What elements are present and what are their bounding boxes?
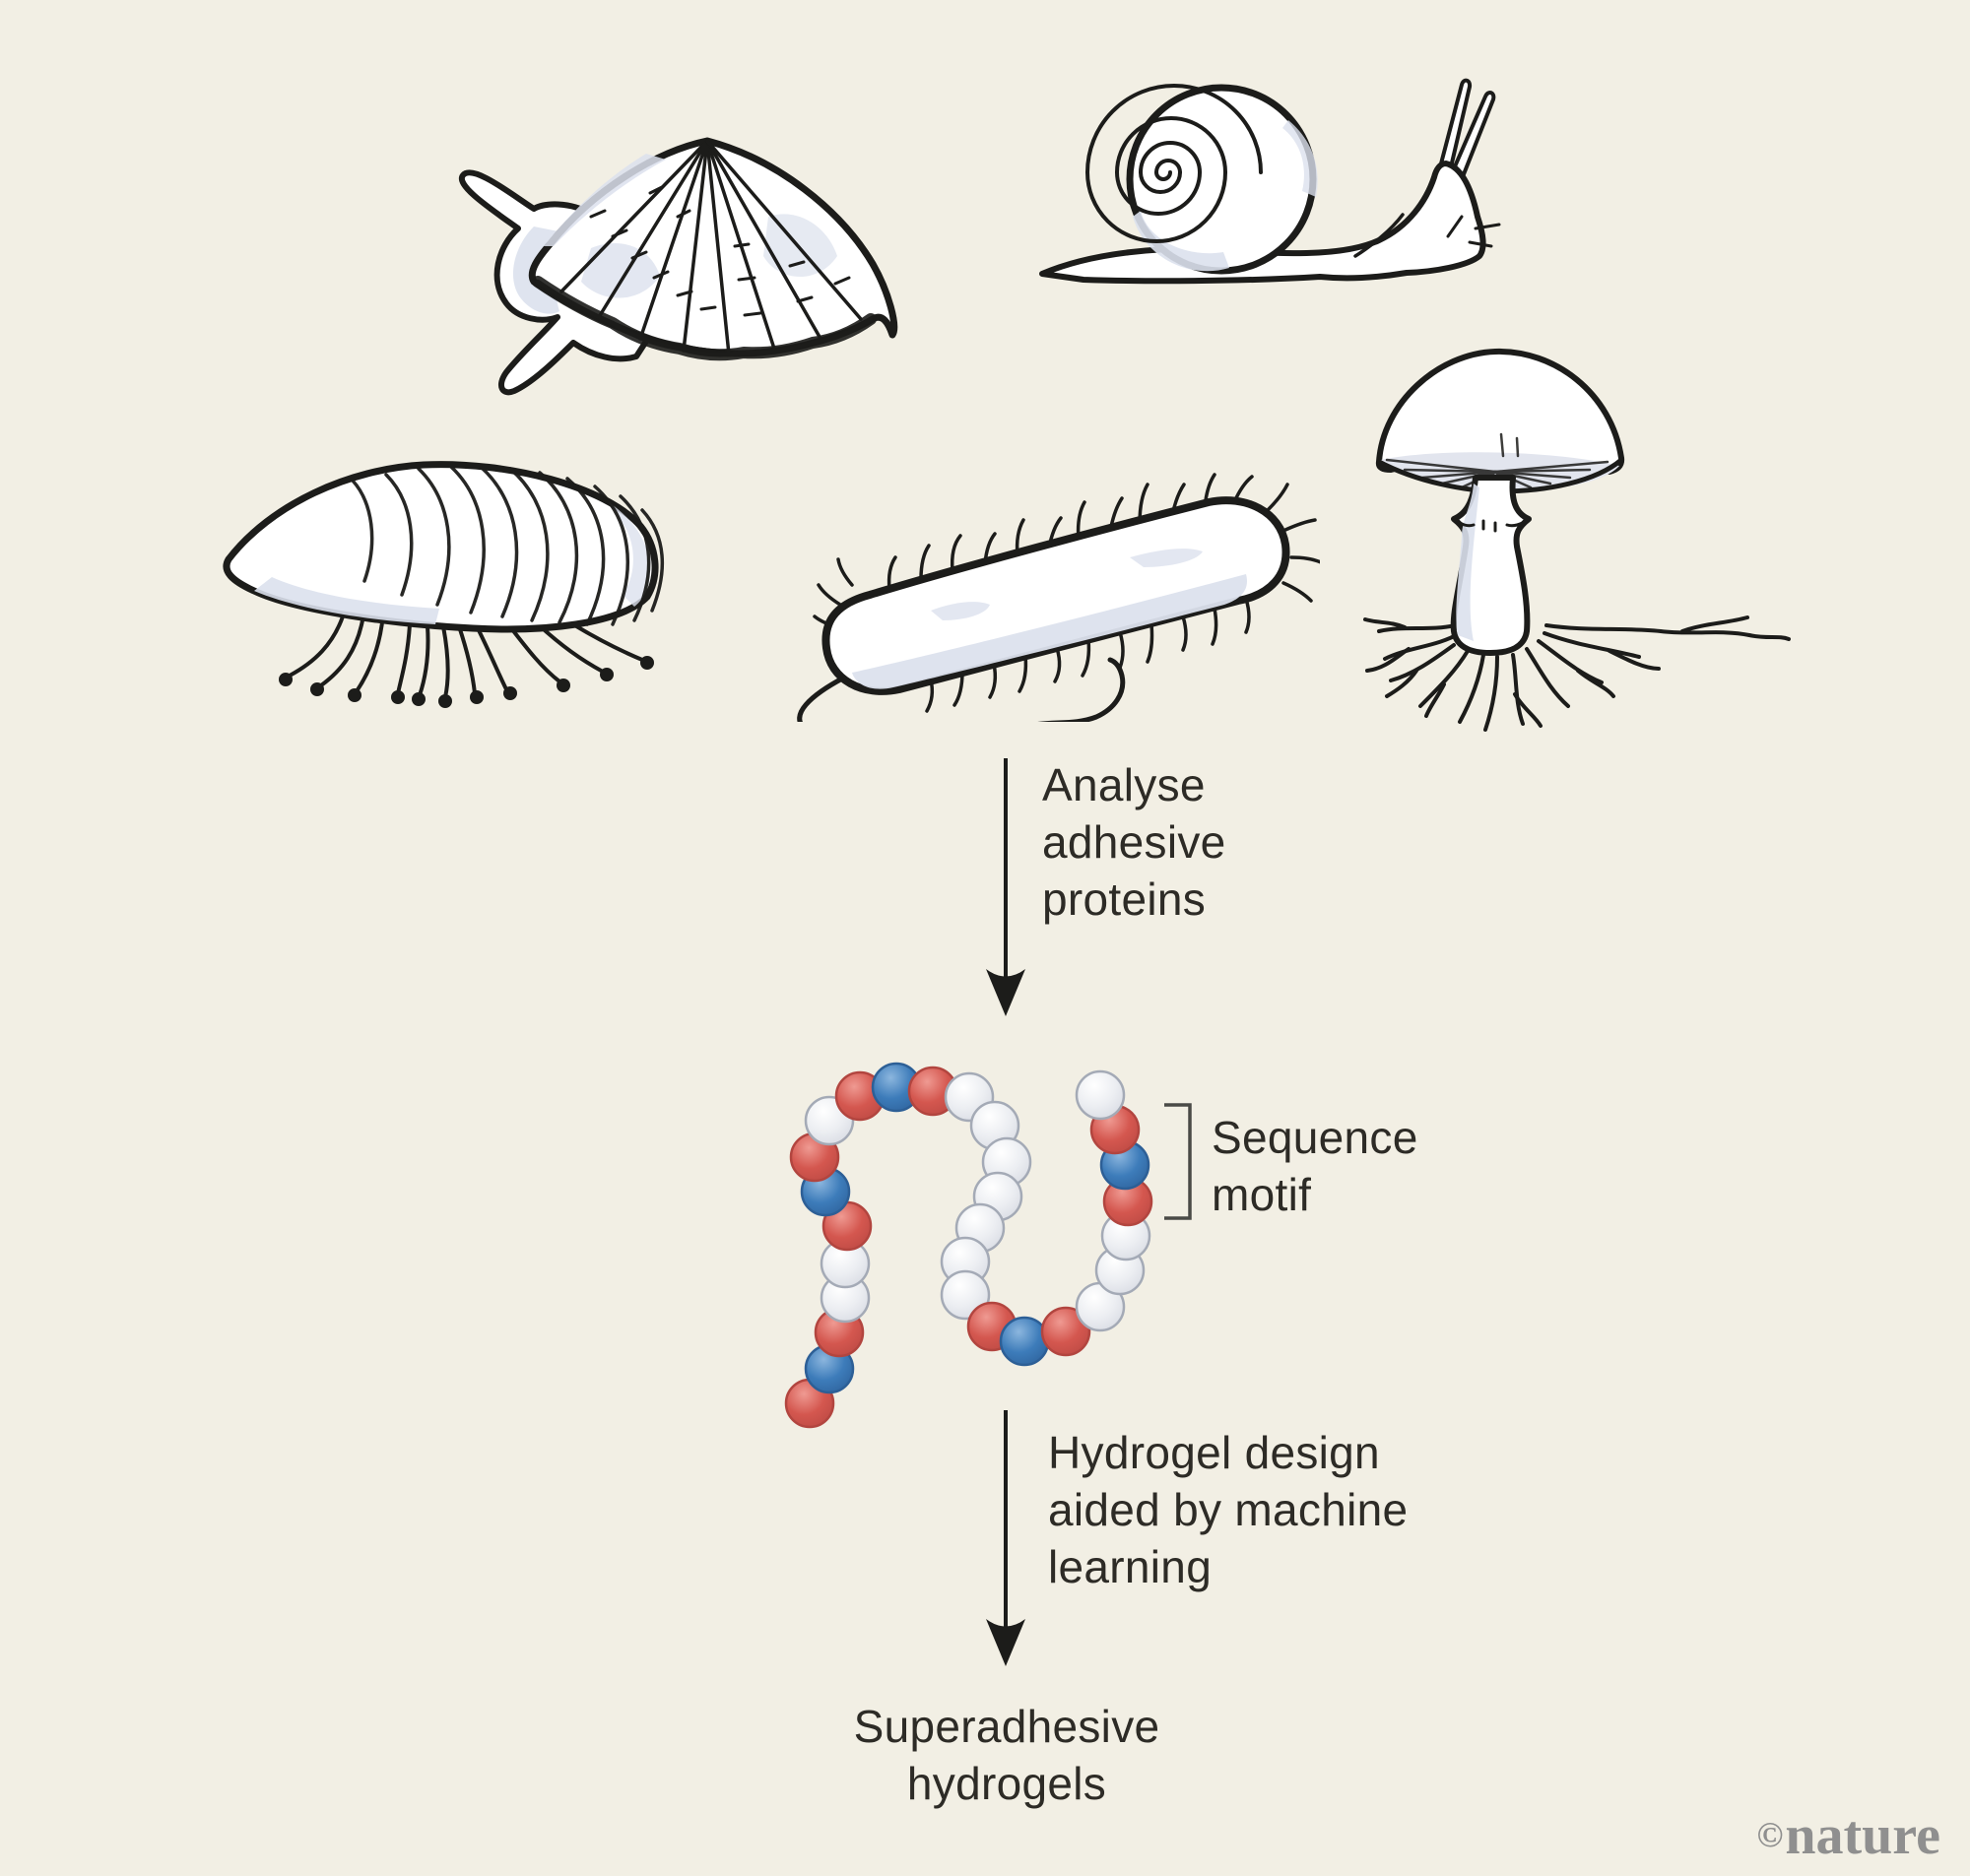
bead-chain xyxy=(784,1062,1153,1429)
analyse-line: Analyse xyxy=(1042,759,1206,810)
analyse-line: proteins xyxy=(1042,873,1207,925)
bacterium-illustration xyxy=(797,473,1320,722)
analyse-label: Analyse adhesive proteins xyxy=(1042,756,1226,928)
hydrogel-label: Hydrogel design aided by machine learnin… xyxy=(1048,1424,1408,1595)
hydrogel-line: learning xyxy=(1048,1541,1213,1592)
result-line: Superadhesive xyxy=(853,1701,1160,1752)
analyse-line: adhesive xyxy=(1042,816,1226,868)
hydrogel-line: aided by machine xyxy=(1048,1484,1409,1535)
result-line: hydrogels xyxy=(906,1758,1107,1809)
copyright-symbol: © xyxy=(1756,1815,1786,1854)
hydrogel-line: Hydrogel design xyxy=(1048,1427,1380,1478)
bead-red xyxy=(1040,1306,1091,1357)
bead-white xyxy=(1075,1069,1126,1121)
result-label: Superadhesive hydrogels xyxy=(788,1698,1225,1812)
arrow-hydrogel xyxy=(986,1410,1025,1666)
sequence-motif-bracket xyxy=(1164,1103,1192,1220)
sequence-motif-label: Sequence motif xyxy=(1212,1109,1418,1223)
credit-wordmark: nature xyxy=(1785,1805,1940,1866)
sequence-motif-line: motif xyxy=(1212,1169,1312,1220)
bead-blue xyxy=(999,1316,1050,1367)
scallop-illustration xyxy=(458,137,898,396)
mushroom-illustration xyxy=(1363,348,1791,732)
sequence-motif-line: Sequence xyxy=(1212,1112,1418,1163)
mussel-illustration xyxy=(223,461,665,708)
snail-illustration xyxy=(1039,78,1501,285)
arrow-analyse xyxy=(986,758,1025,1016)
nature-credit: ©nature xyxy=(1665,1804,1940,1867)
